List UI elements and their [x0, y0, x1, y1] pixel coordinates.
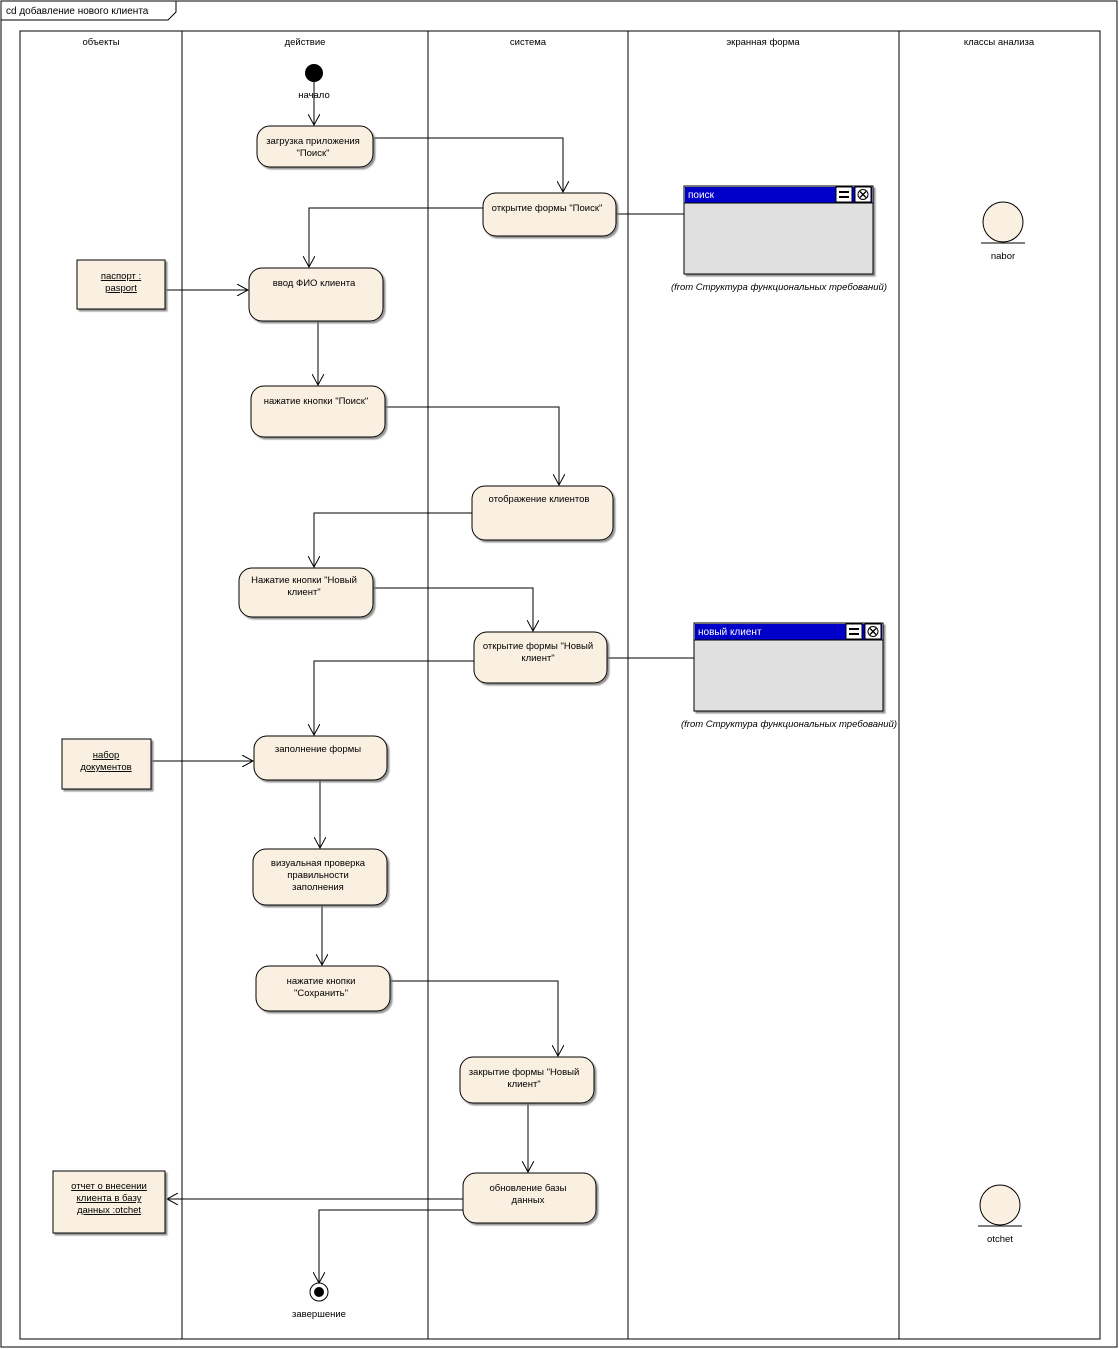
object-label: отчет о внесении [71, 1181, 147, 1192]
action-label: ввод ФИО клиента [273, 278, 356, 289]
svg-text:открытие формы "Поиск": открытие формы "Поиск" [492, 203, 603, 214]
object-label: данных :otchet [77, 1205, 141, 1216]
action-label: открытие формы "Поиск" [492, 203, 603, 214]
svg-text:паспорт :pasport: паспорт :pasport [101, 271, 141, 294]
lane-header: объекты [82, 37, 119, 48]
lane-header: система [510, 37, 547, 48]
action-label: обновление базы [490, 1183, 567, 1194]
object-label: клиента в базу [77, 1193, 142, 1204]
final-node: завершение [292, 1282, 346, 1320]
maximize-icon[interactable] [835, 186, 853, 203]
object-label: pasport [105, 283, 137, 294]
close-icon[interactable] [864, 623, 882, 640]
action-label: правильности [287, 870, 349, 881]
object-label: паспорт : [101, 271, 141, 282]
form-note: (from Структура функциональных требовани… [671, 282, 887, 293]
action-press-save[interactable]: нажатие кнопки"Сохранить" [255, 965, 391, 1012]
form-search[interactable]: поиск (from Структура функциональных тре… [671, 185, 887, 293]
action-label: заполнение формы [275, 744, 361, 755]
class-label: otchet [987, 1234, 1013, 1245]
action-label: нажатие кнопки [287, 976, 356, 987]
action-fill-form[interactable]: заполнение формы [253, 735, 388, 781]
action-label: "Сохранить" [294, 988, 348, 999]
form-title: поиск [688, 190, 715, 201]
swimlanes: объекты действие система экранная форма … [19, 30, 1101, 1340]
action-label: "Поиск" [296, 148, 329, 159]
class-label: nabor [991, 251, 1015, 262]
connectors [152, 82, 694, 1283]
action-label: закрытие формы "Новый [469, 1067, 580, 1078]
svg-text:заполнение формы: заполнение формы [275, 744, 361, 755]
action-label: клиент" [521, 653, 554, 664]
action-load-app[interactable]: загрузка приложения"Поиск" [256, 125, 374, 168]
action-press-search[interactable]: нажатие кнопки "Поиск" [250, 385, 386, 438]
lane-header: классы анализа [964, 37, 1035, 48]
frame-title: cd добавление нового клиента [6, 5, 149, 17]
class-nabor[interactable]: nabor [981, 201, 1025, 262]
final-label: завершение [292, 1309, 346, 1320]
svg-text:нажатие кнопки"Сохранить": нажатие кнопки"Сохранить" [287, 976, 356, 999]
action-label: визуальная проверка [271, 858, 366, 869]
object-label: набор [93, 750, 120, 761]
action-label: нажатие кнопки "Поиск" [264, 396, 369, 407]
form-title: новый клиент [698, 627, 762, 638]
action-label: данных [512, 1195, 545, 1206]
initial-label: начало [298, 90, 330, 101]
action-label: клиент" [287, 587, 320, 598]
lane-header: действие [285, 37, 326, 48]
action-label: отображение клиентов [489, 494, 590, 505]
initial-node: начало [298, 64, 330, 101]
action-label: клиент" [507, 1079, 540, 1090]
svg-text:нажатие кнопки "Поиск": нажатие кнопки "Поиск" [264, 396, 369, 407]
object-passport[interactable]: паспорт :pasport [76, 259, 166, 310]
lane-header: экранная форма [726, 37, 800, 48]
action-enter-fio[interactable]: ввод ФИО клиента [248, 267, 384, 322]
close-icon[interactable] [854, 186, 872, 203]
svg-text:загрузка приложения"Поиск": загрузка приложения"Поиск" [266, 136, 360, 159]
form-new-client[interactable]: новый клиент (from Структура функциональ… [681, 622, 897, 730]
action-show-clients[interactable]: отображение клиентов [471, 485, 614, 541]
object-label: документов [80, 762, 131, 773]
action-label: заполнения [292, 882, 344, 893]
svg-text:отображение клиентов: отображение клиентов [489, 494, 590, 505]
action-label: Нажатие кнопки "Новый [251, 575, 357, 586]
maximize-icon[interactable] [845, 623, 863, 640]
form-note: (from Структура функциональных требовани… [681, 719, 897, 730]
action-label: открытие формы "Новый [483, 641, 593, 652]
class-otchet[interactable]: otchet [978, 1184, 1022, 1245]
action-open-search-form[interactable]: открытие формы "Поиск" [482, 192, 617, 237]
action-label: загрузка приложения [266, 136, 360, 147]
svg-text:ввод ФИО клиента: ввод ФИО клиента [273, 278, 356, 289]
